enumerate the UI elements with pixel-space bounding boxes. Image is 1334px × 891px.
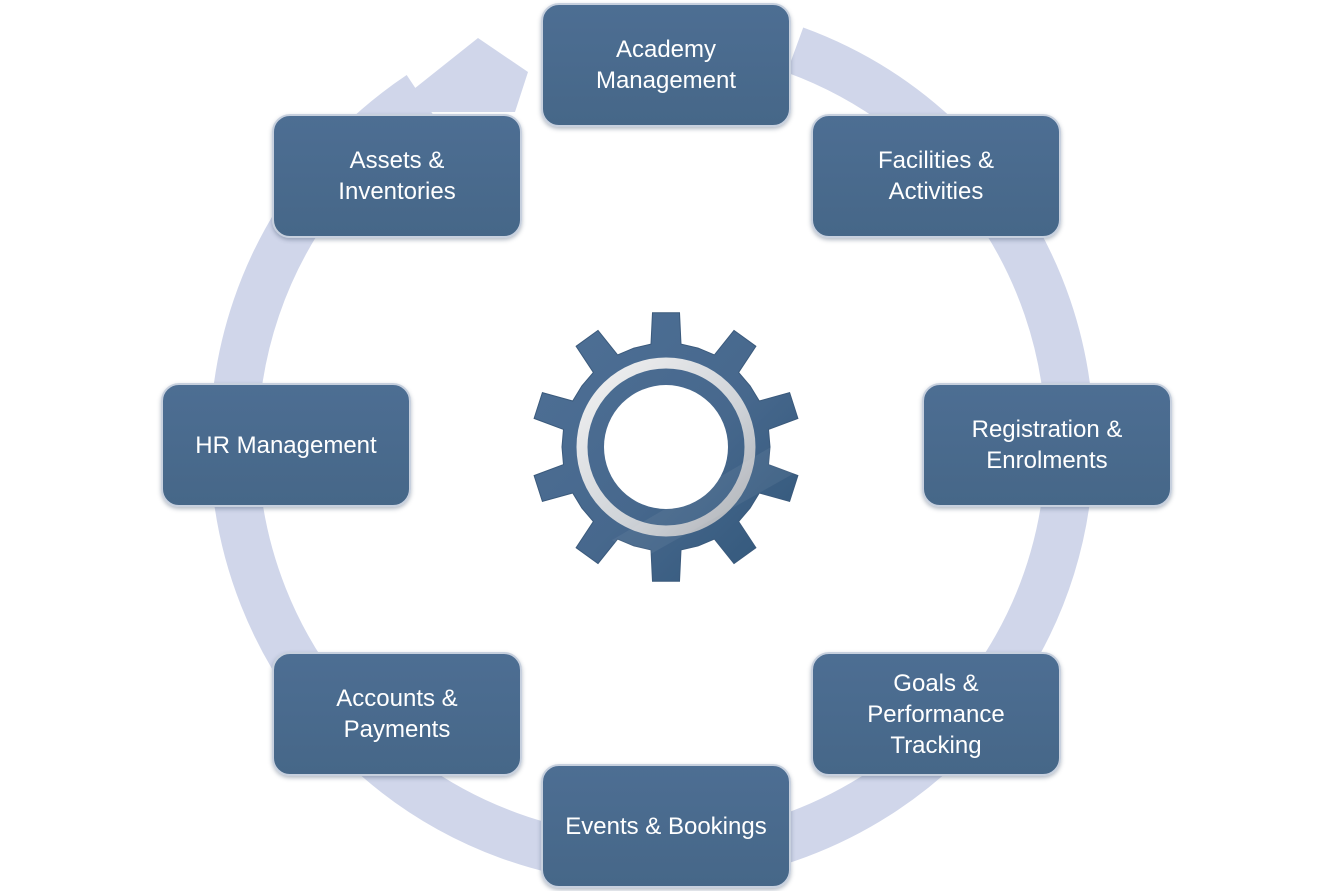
node-assets-inventories[interactable]: Assets & Inventories (272, 114, 522, 238)
node-events-bookings[interactable]: Events & Bookings (541, 764, 791, 888)
gear-icon (533, 312, 800, 582)
node-registration-enrolments[interactable]: Registration & Enrolments (922, 383, 1172, 507)
node-facilities-activities[interactable]: Facilities & Activities (811, 114, 1061, 238)
node-goals-performance-tracking[interactable]: Goals & Performance Tracking (811, 652, 1061, 776)
node-academy-management[interactable]: Academy Management (541, 3, 791, 127)
node-hr-management[interactable]: HR Management (161, 383, 411, 507)
cycle-arrowhead-icon (385, 38, 528, 112)
node-accounts-payments[interactable]: Accounts & Payments (272, 652, 522, 776)
